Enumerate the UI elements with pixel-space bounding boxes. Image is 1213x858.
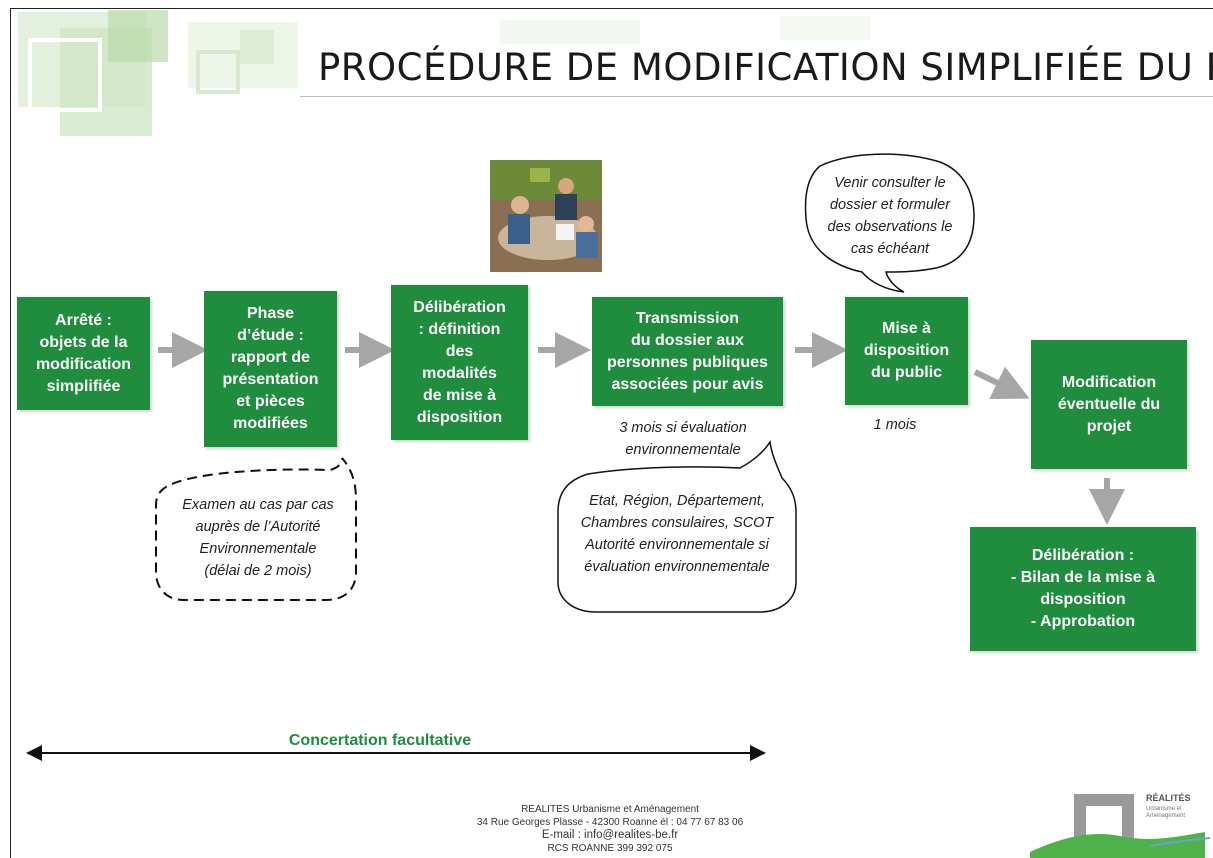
title-underline [300,96,1213,97]
footer-rcs: RCS ROANNE 399 392 075 [547,843,673,854]
bubble-autorite: Examen au cas par cas auprès de l’Autori… [182,497,334,579]
step-transmission-label: Transmission du dossier aux personnes pu… [607,309,768,393]
logo-tagline: Urbanisme et Aménagement [1146,806,1186,819]
flow-arrow [973,366,1030,399]
slide-frame [10,8,1213,858]
bubble-public: Venir consulter le dossier et formuler d… [827,175,953,257]
step-deliberation-modalites: Délibération : définition des modalités … [391,285,528,440]
footer-company: REALITES Urbanisme et Aménagement [521,804,699,815]
bubble-outline-ppa [557,439,797,613]
realites-logo-mark [1030,794,1211,858]
note-un-mois: 1 mois [873,417,917,433]
slide-title: PROCÉDURE DE MODIFICATION SIMPLIFIÉE DU … [318,46,1213,89]
step-deliberation-modalites-label: Délibération : définition des modalités … [413,298,506,426]
bubble-outline-autorite [155,457,357,601]
bubble-ppa: Etat, Région, Département, Chambres cons… [580,493,774,575]
concertation-label: Concertation facultative [288,732,472,749]
step-arrete: Arrêté : objets de la modification simpl… [17,297,150,410]
footer: REALITES Urbanisme et Aménagement 34 Rue… [430,803,790,855]
step-modification-label: Modification éventuelle du projet [1057,373,1161,435]
step-etude: Phase d’étude : rapport de présentation … [204,291,337,447]
step-mise-disposition-label: Mise à disposition du public [863,320,950,381]
logo-name: RÉALITÉS [1146,793,1191,803]
step-deliberation-approbation-label: Délibération : - Bilan de la mise à disp… [1010,547,1156,630]
step-transmission: Transmission du dossier aux personnes pu… [592,297,783,406]
footer-address: 34 Rue Georges Plasse - 42300 Roanne él … [476,817,744,828]
step-deliberation-approbation: Délibération : - Bilan de la mise à disp… [970,527,1196,651]
step-mise-disposition: Mise à disposition du public [845,297,968,405]
step-etude-label: Phase d’étude : rapport de présentation … [222,305,319,432]
note-trois-mois: 3 mois si évaluation environnementale [619,420,747,458]
bubble-outline-public [804,153,975,293]
step-arrete-label: Arrêté : objets de la modification simpl… [35,311,132,395]
step-modification: Modification éventuelle du projet [1031,340,1187,469]
footer-email: E-mail : info@realites-be.fr [541,829,679,841]
